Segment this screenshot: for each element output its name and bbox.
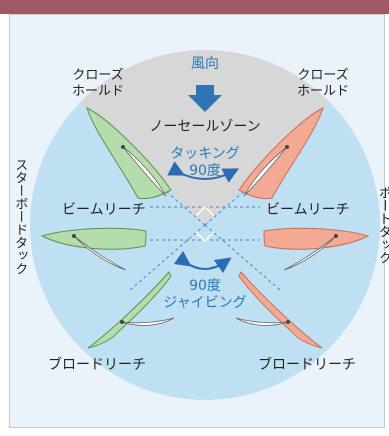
broad-reach-right-label: ブロードリーチ — [258, 357, 356, 373]
gybing-label: 90度 ジャイビング — [163, 278, 247, 311]
tack-angle-arrow-icon — [167, 161, 240, 183]
gybe-angle-arrow-icon — [173, 250, 232, 274]
gybe-angle-corner — [195, 231, 215, 243]
broad-reach-left-label: ブロードリーチ — [48, 357, 146, 373]
beam-reach-right-label: ビームリーチ — [266, 202, 350, 218]
wind-arrow-icon — [188, 85, 222, 112]
tacking-label: タッキング 90度 — [170, 146, 240, 179]
boat-starboard-close-hauled — [86, 107, 172, 200]
tack-angle-corner — [195, 205, 215, 217]
no-sail-zone — [35, 50, 375, 225]
boat-port-beam-reach — [263, 227, 370, 271]
port-tack-label: ポートタック — [376, 186, 389, 264]
beam-reach-left-label: ビームリーチ — [62, 202, 146, 218]
boat-starboard-beam-reach — [40, 227, 147, 271]
close-hauled-right-label: クローズ ホールド — [296, 68, 349, 99]
boat-port-broad-reach — [235, 271, 323, 349]
wind-direction-label: 風向 — [191, 56, 219, 72]
close-hauled-left-label: クローズ ホールド — [71, 68, 124, 99]
boat-port-close-hauled — [238, 107, 324, 200]
no-sail-zone-label: ノーセールゾーン — [149, 119, 261, 135]
boat-starboard-broad-reach — [87, 271, 175, 349]
header-bar — [0, 0, 389, 14]
starboard-tack-label: スターボードタック — [12, 158, 28, 275]
